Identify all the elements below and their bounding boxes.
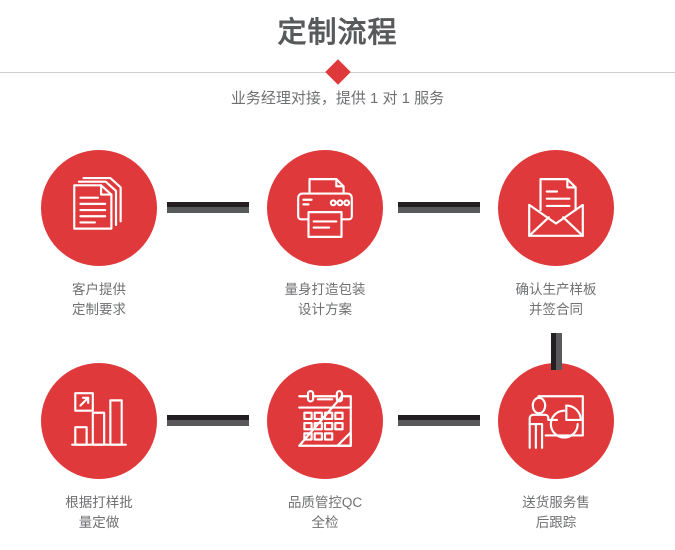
- flow-step-4[interactable]: 根据打样批 量定做: [9, 363, 189, 533]
- flow-step-2[interactable]: 量身打造包装 设计方案: [235, 150, 415, 320]
- connector-step5-step4: [167, 415, 249, 426]
- flow-step-2-circle[interactable]: [267, 150, 383, 266]
- connector-segment-dark: [398, 202, 480, 207]
- calendar-icon: [298, 390, 352, 447]
- flow-step-4-circle[interactable]: [41, 363, 157, 479]
- connector-segment-gray: [167, 420, 249, 426]
- flow-step-5-circle[interactable]: [267, 363, 383, 479]
- flow-step-6-circle[interactable]: [498, 363, 614, 479]
- envelope-mail-icon: [528, 178, 584, 237]
- flow-step-4-label: 根据打样批 量定做: [65, 495, 133, 530]
- flow-step-3[interactable]: 确认生产样板 并签合同: [466, 150, 646, 320]
- connector-step3-step6: [551, 333, 562, 370]
- connector-segment-gray: [398, 420, 480, 426]
- connector-segment-dark: [167, 202, 249, 207]
- flow-step-3-circle[interactable]: [498, 150, 614, 266]
- flow-step-6[interactable]: 送货服务售 后跟踪: [466, 363, 646, 533]
- connector-segment-gray: [556, 333, 562, 370]
- connector-segment-gray: [398, 207, 480, 213]
- page-header: 定制流程 业务经理对接，提供 1 对 1 服务: [0, 0, 675, 130]
- flow-step-1[interactable]: 客户提供 定制要求: [9, 150, 189, 320]
- flow-step-5[interactable]: 品质管控QC 全检: [235, 363, 415, 533]
- presenter-pie-chart-icon: [528, 395, 584, 449]
- connector-segment-dark: [551, 333, 556, 370]
- title-divider: [0, 59, 675, 85]
- flow-step-6-label: 送货服务售 后跟踪: [522, 495, 590, 530]
- bar-chart-icon: [71, 392, 127, 446]
- connector-segment-gray: [167, 207, 249, 213]
- connector-segment-dark: [167, 415, 249, 420]
- connector-step6-step5: [398, 415, 480, 426]
- connector-segment-dark: [398, 415, 480, 420]
- flow-step-3-label: 确认生产样板 并签合同: [515, 282, 597, 317]
- flow-step-1-circle[interactable]: [41, 150, 157, 266]
- connector-step1-step2: [167, 202, 249, 213]
- connector-step2-step3: [398, 202, 480, 213]
- page-subtitle: 业务经理对接，提供 1 对 1 服务: [230, 90, 445, 107]
- printer-icon: [297, 178, 353, 238]
- page-title: 定制流程: [277, 17, 398, 49]
- documents-icon: [73, 177, 122, 230]
- diamond-icon: [324, 59, 351, 85]
- flow-step-1-label: 客户提供 定制要求: [72, 282, 126, 317]
- flow-step-2-label: 量身打造包装 设计方案: [284, 282, 366, 317]
- process-flow-diagram: 客户提供 定制要求 量身: [0, 140, 675, 550]
- flow-step-5-label: 品质管控QC 全检: [287, 495, 363, 530]
